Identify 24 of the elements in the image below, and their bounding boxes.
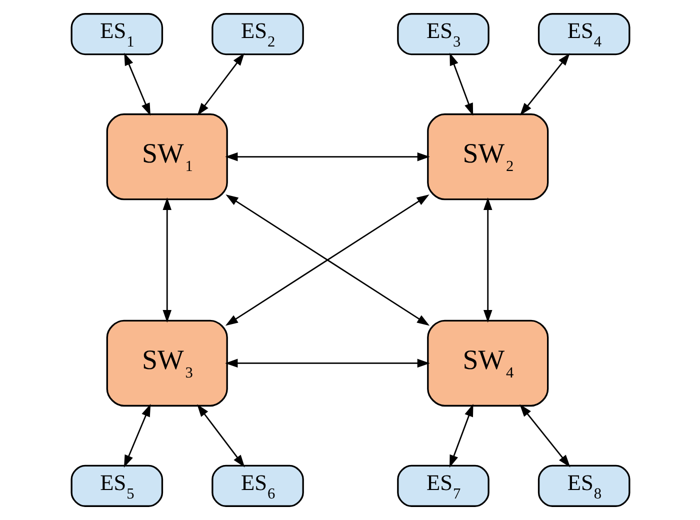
node-box: ES$_{1}$: [70, 13, 163, 56]
node-box: SW$_{2}$: [426, 113, 548, 200]
node-box: ES$_{8}$: [537, 464, 630, 507]
arrow: [224, 358, 430, 368]
arrow: [124, 52, 150, 116]
arrow: [196, 404, 244, 468]
node-box: SW$_{4}$: [426, 320, 548, 407]
arrow: [519, 404, 570, 468]
arrow: [449, 404, 473, 468]
node-box: SW$_{3}$: [106, 320, 228, 407]
arrow: [123, 404, 150, 468]
arrow: [224, 152, 430, 162]
node-box: ES$_{2}$: [211, 13, 304, 56]
arrow: [519, 53, 570, 116]
node-box: ES$_{4}$: [537, 13, 630, 56]
node-box: ES$_{3}$: [396, 13, 489, 56]
node-box: ES$_{6}$: [211, 464, 304, 507]
node-box: ES$_{7}$: [396, 464, 489, 507]
arrow: [482, 197, 492, 323]
arrow: [162, 197, 171, 323]
arrow: [196, 53, 244, 116]
arrow: [449, 52, 473, 116]
node-box: SW$_{1}$: [106, 113, 228, 200]
node-box: ES$_{5}$: [70, 464, 163, 507]
